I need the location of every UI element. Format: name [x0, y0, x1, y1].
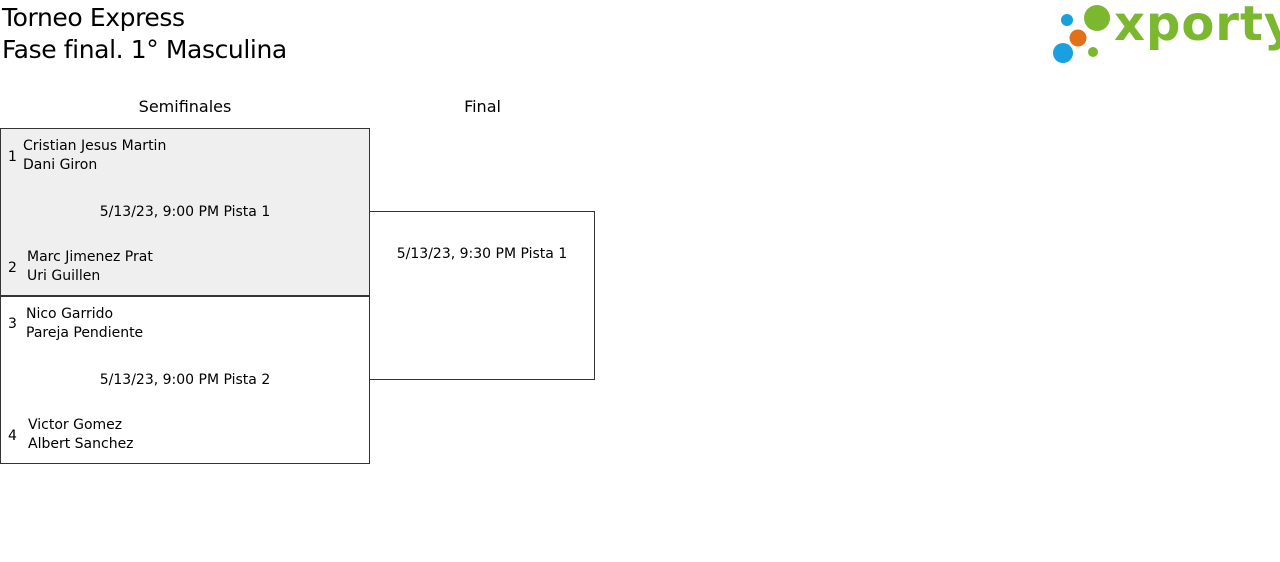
seed-number: 1 — [8, 149, 17, 165]
player-name: Pareja Pendiente — [26, 325, 144, 341]
player-name: Nico Garrido — [26, 306, 114, 322]
match-schedule: 5/13/23, 9:00 PM Pista 2 — [99, 372, 271, 388]
team-entry: Marc Jimenez Prat Uri Guillen — [27, 248, 153, 286]
semifinal-match-1[interactable]: 1 Cristian Jesus Martin Dani Giron 5/13/… — [0, 128, 370, 296]
final-match[interactable]: 5/13/23, 9:30 PM Pista 1 — [369, 211, 595, 380]
logo-wordmark: xporty — [1114, 0, 1280, 52]
semifinal-match-2[interactable]: 3 Nico Garrido Pareja Pendiente 5/13/23,… — [0, 296, 370, 464]
logo-dots-icon — [1053, 5, 1110, 63]
player-name: Uri Guillen — [27, 268, 101, 284]
team-entry: Nico Garrido Pareja Pendiente — [26, 305, 143, 343]
tournament-title: Torneo Express — [2, 3, 185, 32]
player-name: Dani Giron — [23, 157, 98, 173]
title-block: Torneo Express Fase final. 1° Masculina — [2, 2, 287, 66]
round-header-semifinals: Semifinales — [138, 97, 232, 116]
team-entry: Cristian Jesus Martin Dani Giron — [23, 137, 166, 175]
xporty-logo[interactable]: xporty — [1050, 0, 1280, 68]
player-name: Cristian Jesus Martin — [23, 138, 167, 154]
player-name: Marc Jimenez Prat — [27, 249, 153, 265]
team-entry: Victor Gomez Albert Sanchez — [28, 416, 134, 454]
phase-subtitle: Fase final. 1° Masculina — [2, 35, 287, 64]
player-name: Albert Sanchez — [28, 436, 134, 452]
seed-number: 3 — [8, 316, 17, 332]
round-header-final: Final — [464, 97, 501, 116]
match-schedule: 5/13/23, 9:00 PM Pista 1 — [99, 204, 271, 220]
player-name: Victor Gomez — [28, 417, 123, 433]
seed-number: 4 — [8, 428, 17, 444]
seed-number: 2 — [8, 260, 17, 276]
match-schedule: 5/13/23, 9:30 PM Pista 1 — [396, 246, 568, 262]
